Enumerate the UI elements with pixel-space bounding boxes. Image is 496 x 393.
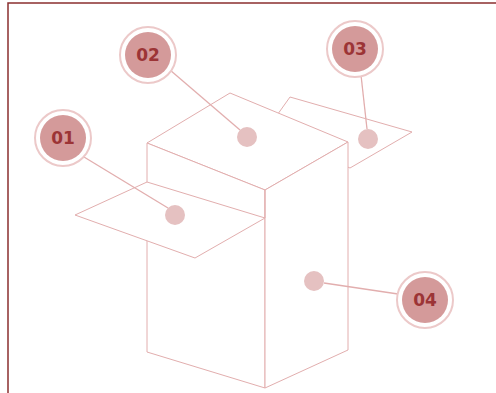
callout-number: 01 [51, 130, 75, 147]
callout-number: 02 [136, 47, 160, 64]
callout-number: 03 [343, 41, 367, 58]
callout-circle [35, 21, 453, 328]
leader-line [84, 70, 398, 294]
frame-border [8, 3, 496, 393]
callout-number: 04 [413, 292, 437, 309]
marker-dot [165, 127, 378, 291]
box-outline [75, 93, 412, 388]
